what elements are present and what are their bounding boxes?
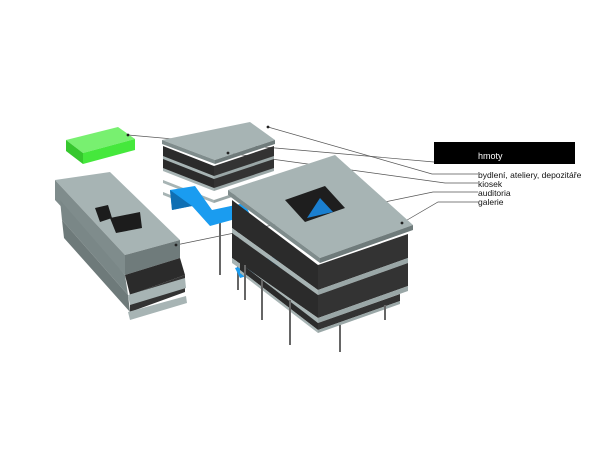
legend-item-kiosek: kiosek — [478, 179, 503, 189]
legend-item-auditoria: auditoria — [478, 188, 511, 198]
green-kiosk-block — [66, 127, 135, 164]
leader-line-kiosek — [227, 152, 478, 184]
leader-dots — [126, 125, 404, 247]
legend-title-bar: hmoty — [434, 142, 575, 164]
legend-item-galerie: galerie — [478, 197, 504, 207]
left-building — [55, 172, 187, 320]
leader-line-bydleni — [267, 126, 478, 175]
legend-item-bydleni: bydlení, ateliery, depozitáře — [478, 170, 582, 180]
right-gallery-building — [228, 155, 413, 352]
leader-line-galerie — [401, 201, 478, 224]
legend-title: hmoty — [478, 151, 503, 161]
